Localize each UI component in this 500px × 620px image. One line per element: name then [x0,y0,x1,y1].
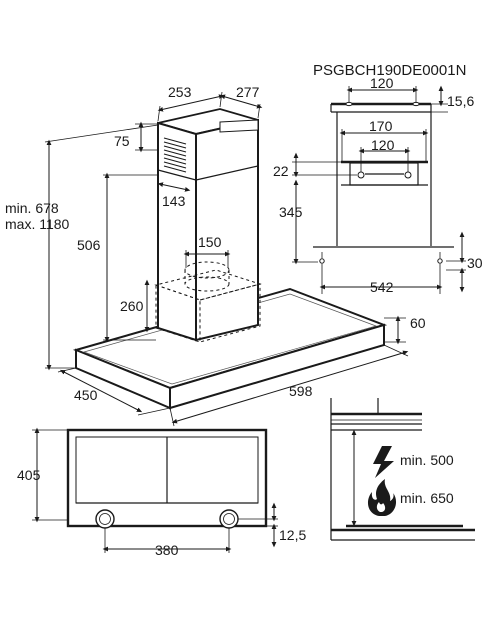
dim-top-offset: 15,6 [447,93,474,109]
dim-depth: 405 [17,467,41,483]
dim-canopy-width: 598 [289,383,313,399]
dim-canopy-depth: 450 [74,387,98,403]
dim-motor-height: 260 [120,298,144,314]
dim-drop: 345 [279,204,303,220]
dim-inner-height: 506 [77,237,101,253]
vent-slots [163,137,187,173]
lightning-icon [373,446,394,478]
dim-top-spacing: 120 [370,75,394,91]
chimney [157,108,259,342]
dim-height-max: max. 1180 [5,216,70,232]
dim-chimney-width: 253 [168,84,192,100]
dim-upper-drop: 75 [114,133,130,149]
flame-icon [367,479,397,516]
model-code: PSGBCH190DE0001N [313,62,466,79]
light-right [219,509,239,529]
dim-light-spacing: 380 [155,542,179,558]
hood-isometric-view: 253 277 75 min. 678 max. 1180 506 143 15… [5,84,426,427]
dim-height-min: min. 678 [5,200,59,216]
dim-mid-spacing: 120 [371,137,395,153]
underside-view: 405 380 12,5 [17,427,306,558]
dim-duct-offset: 143 [162,193,186,209]
motor-box [154,261,262,343]
dim-bottom-width: 542 [370,279,394,295]
dim-chimney-depth: 277 [236,84,260,100]
light-left [95,509,115,529]
clearance-view: min. 500 min. 650 [330,398,475,541]
bracket-view: PSGBCH190DE0001N 120 15,6 170 120 [273,62,483,295]
dim-canopy-thickness: 60 [410,315,426,331]
clearance-electric: min. 500 [400,452,454,468]
dim-mid-width: 170 [369,118,393,134]
dim-edge-offset: 12,5 [279,527,306,543]
dim-duct-diameter: 150 [198,234,222,250]
dim-mid-offset: 22 [273,163,289,179]
dim-bottom-offset: 30 [467,255,483,271]
clearance-gas: min. 650 [400,490,454,506]
